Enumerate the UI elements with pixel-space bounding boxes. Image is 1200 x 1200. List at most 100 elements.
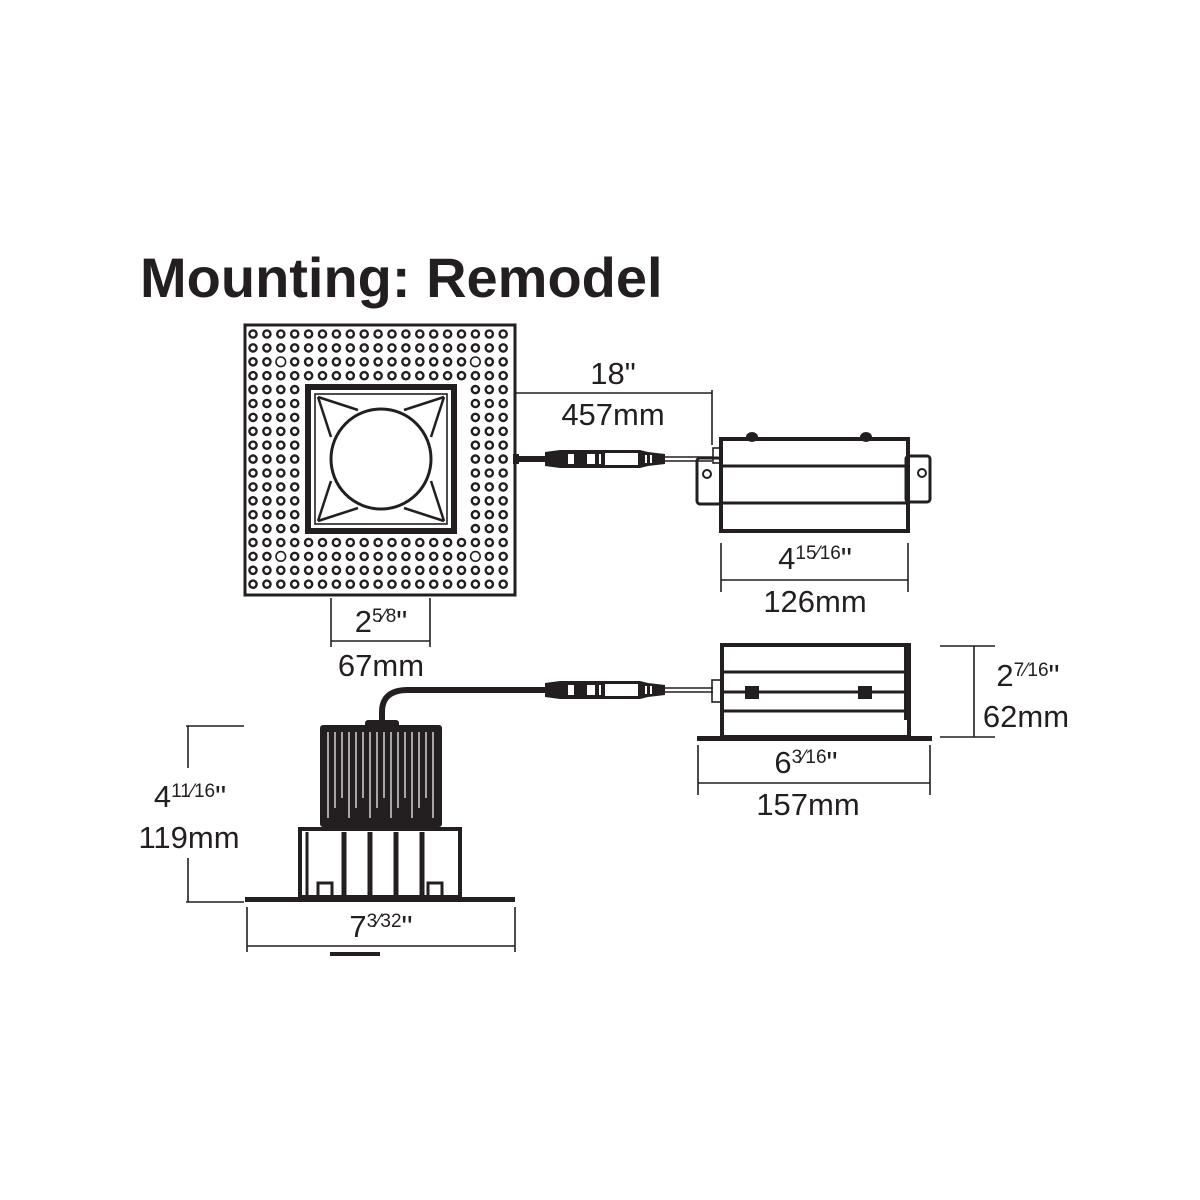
perforation-dot (470, 329, 481, 339)
perforation-dot (275, 537, 286, 548)
perforation-dot (275, 343, 286, 353)
perforation-dot (498, 454, 509, 464)
dimension-driver-width: 415⁄16" 126mm (720, 541, 909, 619)
perforation-dot (442, 356, 453, 367)
perforation-dot (373, 343, 383, 353)
perforation-dot (498, 329, 509, 339)
perforation-dot (275, 509, 286, 520)
perforation-dot (345, 329, 356, 339)
perforation-dot (484, 426, 495, 437)
driver-length-metric: 157mm (756, 787, 859, 822)
perforation-dot (275, 398, 286, 409)
perforation-dot (484, 454, 495, 464)
mounting-hole (275, 356, 287, 368)
perforation-dot (484, 468, 495, 478)
perforation-dot (387, 356, 397, 367)
perforation-dot (387, 370, 397, 381)
perforation-dot (289, 509, 300, 520)
mounting-hole (469, 356, 482, 368)
perforation-dot (248, 454, 258, 464)
perforation-dot (442, 329, 453, 339)
diagram-title: Mounting: Remodel (140, 246, 663, 309)
mounting-hole (469, 550, 482, 563)
perforation-dot (498, 482, 509, 492)
perforation-dot (275, 579, 286, 590)
perforation-dot (317, 343, 328, 353)
perforation-dot (470, 468, 481, 478)
perforation-dot (387, 329, 397, 339)
driver-width-metric: 126mm (763, 584, 866, 619)
perforation-dot (262, 398, 272, 409)
perforation-dot (303, 343, 314, 353)
perforation-dot (262, 551, 272, 562)
perforation-dot (442, 565, 453, 576)
perforation-dot (498, 426, 509, 437)
perforation-dot (470, 537, 481, 548)
perforation-dot (248, 509, 258, 520)
flange (245, 897, 515, 902)
perforation-dot (248, 523, 258, 534)
perforation-dot (484, 384, 495, 395)
perforation-dot (262, 579, 272, 590)
perforation-dot (303, 565, 314, 576)
perforation-dot (414, 551, 425, 562)
perforation-dot (498, 356, 509, 367)
perforation-dot (373, 537, 383, 548)
perforation-dot (331, 551, 342, 562)
perforation-dot (456, 343, 467, 353)
perforation-dot (470, 454, 481, 464)
perforation-dot (373, 370, 383, 381)
perforation-dot (484, 343, 495, 353)
perforation-dot (470, 398, 481, 409)
perforation-dot (442, 579, 453, 590)
perforation-dot (442, 370, 453, 381)
perforation-dot (317, 329, 328, 339)
perforation-dot (373, 356, 383, 367)
lead-length-imperial: 18" (590, 356, 636, 391)
perforation-dot (317, 537, 328, 548)
perforation-dot (262, 440, 272, 451)
perforation-dot (262, 370, 272, 381)
perforation-dot (289, 482, 300, 492)
perforation-dot (248, 482, 258, 492)
trim-plate-top-view (243, 323, 519, 597)
perforation-dot (275, 384, 286, 395)
perforation-dot (498, 384, 509, 395)
perforation-dot (275, 495, 286, 506)
perforation-dot (248, 384, 258, 395)
aperture-housing (305, 384, 457, 534)
perforation-dot (275, 523, 286, 534)
perforation-dot (373, 329, 383, 339)
perforation-dot (275, 329, 286, 339)
perforation-dot (289, 454, 300, 464)
perforation-dot (484, 509, 495, 520)
lead-cable-top (515, 450, 712, 468)
perforation-dot (484, 398, 495, 409)
driver-height-metric: 62mm (983, 699, 1069, 734)
perforation-dot (248, 370, 258, 381)
dimension-driver-height: 27⁄16" 62mm (940, 645, 1069, 738)
perforation-dot (248, 551, 258, 562)
perforation-dot (275, 426, 286, 437)
perforation-dot (275, 565, 286, 576)
perforation-dot (248, 398, 258, 409)
perforation-dot (262, 356, 272, 367)
perforation-dot (456, 370, 467, 381)
perforation-dot (401, 343, 411, 353)
perforation-dot (289, 551, 300, 562)
perforation-dot (456, 537, 467, 548)
perforation-dot (428, 370, 439, 381)
perforation-dot (289, 523, 300, 534)
perforation-dot (275, 468, 286, 478)
perforation-dot (303, 579, 314, 590)
perforation-dot (484, 523, 495, 534)
perforation-dot (262, 426, 272, 437)
perforation-dot (387, 551, 397, 562)
perforation-dot (275, 412, 286, 423)
perforation-dot (428, 551, 439, 562)
perforation-dot (414, 356, 425, 367)
perforation-dot (498, 495, 509, 506)
perforation-dot (262, 384, 272, 395)
perforation-dot (289, 384, 300, 395)
